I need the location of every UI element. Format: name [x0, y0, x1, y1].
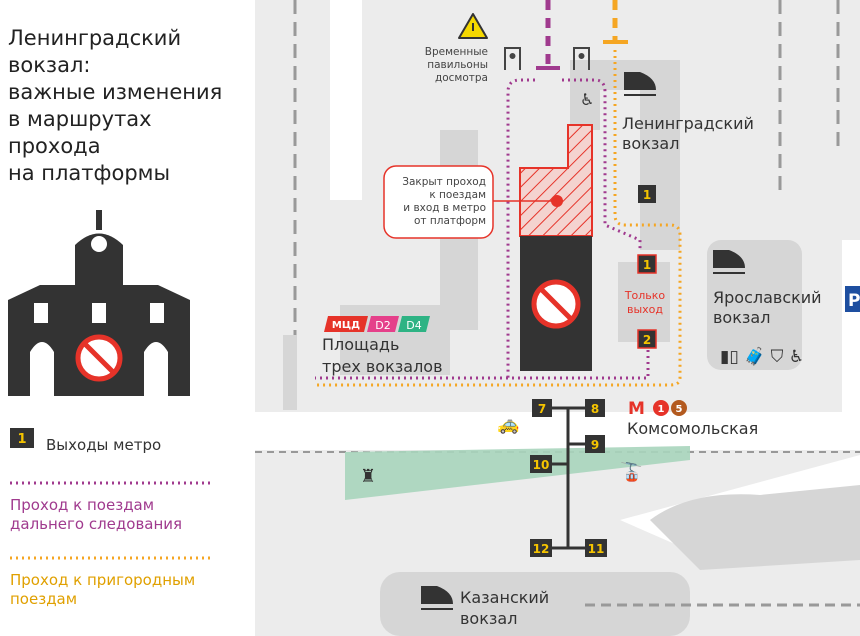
svg-text:к поездам: к поездам [429, 189, 486, 201]
svg-text:досмотра: досмотра [435, 72, 488, 84]
svg-text:Ярославский: Ярославский [713, 288, 822, 307]
svg-text:на платформы: на платформы [8, 161, 170, 185]
svg-text:Площадь: Площадь [322, 335, 399, 354]
closed-station-icon [8, 210, 190, 396]
svg-text:вокзал: вокзал [460, 609, 517, 628]
svg-text:9: 9 [591, 438, 599, 452]
svg-text:12: 12 [533, 542, 550, 556]
svg-text:МЦД: МЦД [332, 320, 360, 331]
closed-note: Закрыт проход к поездам и вход в метро о… [402, 176, 486, 227]
svg-text:павильоны: павильоны [427, 59, 488, 71]
svg-text:1: 1 [643, 258, 651, 272]
warning-icon [458, 13, 488, 39]
mcd-badges: МЦД D2 D4 [324, 316, 430, 332]
yaroslavsky-label: Ярославский вокзал [713, 288, 822, 327]
svg-text:дальнего следования: дальнего следования [10, 515, 182, 533]
park [345, 446, 690, 500]
taxi-icon: 🚕 [497, 414, 519, 435]
road [255, 412, 860, 450]
legend-long-distance: Проход к поездам [10, 496, 154, 514]
svg-text:P: P [848, 291, 860, 311]
closed-note-box [383, 165, 494, 239]
kazansky-label: Казанский вокзал [460, 588, 549, 628]
temp-pavilions-label: Временные павильоны досмотра [425, 46, 488, 84]
svg-text:2: 2 [643, 333, 651, 347]
metro-logo-icon: М [628, 399, 645, 419]
leningradsky-label: Ленинградский вокзал [622, 114, 754, 153]
svg-text:Временные: Временные [425, 46, 488, 58]
svg-text:от платформ: от платформ [414, 215, 486, 227]
svg-text:поездам: поездам [10, 590, 77, 608]
metro-station-label: Комсомольская [627, 419, 758, 438]
svg-text:1: 1 [658, 404, 665, 415]
svg-text:5: 5 [676, 404, 683, 415]
exit-markers: 1 1 2 7 8 9 10 11 12 [530, 185, 657, 557]
svg-text:трех вокзалов: трех вокзалов [322, 357, 443, 376]
svg-text:1: 1 [17, 432, 26, 447]
svg-text:Закрыт проход: Закрыт проход [402, 176, 486, 188]
svg-text:Ленинградский: Ленинградский [622, 114, 754, 133]
svg-text:D4: D4 [406, 319, 421, 332]
legend-metro-exits: Выходы метро [46, 436, 161, 454]
long-distance-route [506, 78, 535, 378]
train-icon [421, 72, 745, 610]
svg-text:11: 11 [588, 542, 605, 556]
svg-text:выход: выход [627, 303, 663, 316]
svg-text:вокзал: вокзал [622, 134, 679, 153]
svg-text:важные изменения: важные изменения [8, 80, 222, 104]
svg-text:7: 7 [538, 402, 546, 416]
metro-exit-legend-icon [10, 428, 34, 448]
cable-car-icon: 🚡 [620, 461, 642, 483]
monument-icon: ♜ [360, 466, 376, 487]
exit-only-label: Только выход [624, 289, 666, 316]
svg-text:Ленинградский: Ленинградский [8, 26, 181, 50]
no-entry-icon [531, 279, 581, 329]
svg-text:в маршрутах: в маршрутах [8, 107, 152, 131]
svg-text:прохода: прохода [8, 134, 101, 158]
svg-text:вокзал:: вокзал: [8, 53, 90, 77]
wheelchair-icon: ♿ [580, 90, 594, 109]
page-title: Ленинградский вокзал: важные изменения в… [8, 26, 222, 185]
svg-text:8: 8 [591, 402, 599, 416]
svg-text:Казанский: Казанский [460, 588, 549, 607]
svg-text:1: 1 [643, 188, 651, 202]
suburban-route [315, 50, 682, 387]
svg-text:D2: D2 [375, 319, 390, 332]
parking-sign [845, 286, 860, 312]
security-frame-icon [504, 47, 590, 70]
amenities-icons: ▮▯ 🧳 ⛉ ♿ [720, 346, 804, 367]
square-label: Площадь трех вокзалов [322, 335, 443, 376]
legend-suburban: Проход к пригородным [10, 571, 195, 589]
svg-text:10: 10 [533, 458, 550, 472]
svg-text:Только: Только [624, 289, 666, 302]
kazansky-building [380, 572, 690, 636]
svg-text:вокзал: вокзал [713, 308, 770, 327]
svg-text:и вход в метро: и вход в метро [403, 202, 486, 214]
